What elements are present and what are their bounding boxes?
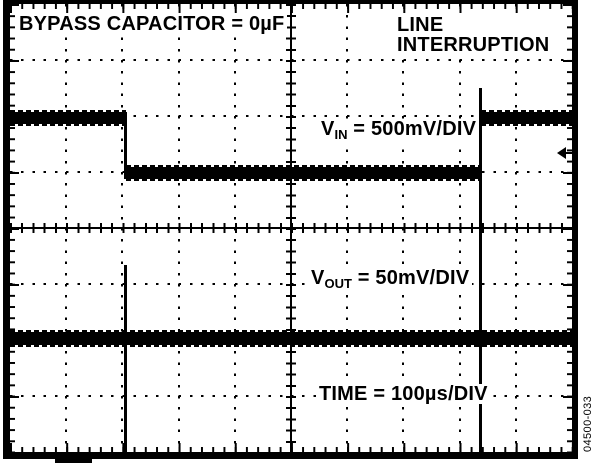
vin-symbol: V	[321, 118, 335, 140]
vin-subscript: IN	[334, 127, 348, 142]
left-arrow-head	[557, 147, 566, 159]
graticule	[10, 4, 572, 463]
left-edge-ticks	[10, 4, 19, 452]
vout-scale-text: = 50mV/DIV	[352, 267, 470, 289]
time-scale-label: TIME = 100µs/DIV	[316, 384, 491, 404]
trace-vin-high-pre	[10, 110, 126, 126]
line-interruption-label-line2: INTERRUPTION	[397, 34, 550, 56]
trace-recovery-spike	[479, 88, 482, 452]
vout-subscript: OUT	[324, 276, 352, 291]
line-interruption-label-line1: LINE	[397, 14, 444, 36]
bypass-capacitor-label: BYPASS CAPACITOR = 0µF	[16, 14, 288, 34]
trace-vout-trace	[10, 330, 572, 347]
left-arrow-tail	[566, 152, 573, 154]
trace-vin-low	[126, 165, 481, 181]
bottom-edge-ticks	[10, 443, 572, 452]
trace-vin-fall-edge	[124, 112, 127, 179]
vout-scale-label: VOUT = 50mV/DIV	[308, 267, 473, 294]
center-horizontal-axis	[10, 227, 572, 229]
trace-ground-marker	[55, 454, 92, 463]
left-arrow-marker-icon	[557, 147, 573, 159]
trace-vin-high-post	[481, 110, 572, 126]
top-edge-ticks	[10, 4, 572, 13]
trace-layer	[10, 4, 572, 463]
line-interruption-label: LINE INTERRUPTION	[394, 14, 553, 56]
vin-scale-text: = 500mV/DIV	[347, 118, 477, 140]
vout-symbol: V	[311, 267, 325, 289]
trace-vout-glitch	[124, 265, 127, 452]
vin-scale-label: VIN = 500mV/DIV	[318, 118, 480, 145]
right-edge-ticks	[563, 4, 572, 452]
scope-graticule-frame	[3, 0, 578, 463]
figure-number: 04500-033	[582, 395, 594, 452]
